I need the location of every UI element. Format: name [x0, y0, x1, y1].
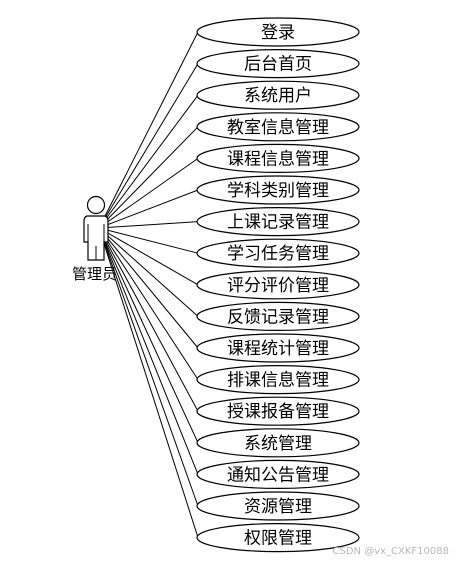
use-case-label: 评分评价管理 [227, 276, 329, 296]
association-line [98, 157, 199, 229]
use-case-ellipse [196, 270, 360, 300]
use-case-label: 授课报备管理 [227, 402, 329, 422]
use-case-ellipse [196, 333, 360, 363]
use-case-label: 系统用户 [244, 86, 312, 106]
use-case-ellipse [196, 207, 360, 237]
use-case: 学科类别管理 [196, 175, 360, 205]
use-case-ellipse [196, 143, 360, 173]
association-line [98, 227, 199, 286]
use-case-label: 后台首页 [244, 55, 312, 75]
association-line [98, 227, 199, 254]
association-line [98, 126, 199, 229]
use-case-label: 课程统计管理 [227, 339, 329, 359]
use-case: 学习任务管理 [196, 238, 360, 268]
use-case: 资源管理 [196, 491, 360, 521]
association-line [98, 227, 199, 349]
use-case-ellipse [196, 365, 360, 395]
actor-body [83, 215, 109, 261]
use-case-ellipse [196, 428, 360, 458]
use-case-ellipse [196, 522, 360, 553]
association-line [98, 221, 199, 229]
use-case-ellipse [196, 175, 360, 205]
association-line [98, 227, 199, 507]
use-case-ellipse [196, 112, 360, 142]
use-case: 课程信息管理 [196, 143, 360, 173]
use-case-ellipse [196, 80, 360, 110]
use-case: 评分评价管理 [196, 270, 360, 300]
use-case: 授课报备管理 [196, 396, 360, 426]
association-line [98, 189, 199, 229]
use-case-list: 登录后台首页系统用户教室信息管理课程信息管理学科类别管理上课记录管理学习任务管理… [196, 17, 360, 553]
association-line [98, 227, 199, 317]
use-case-ellipse [196, 459, 360, 489]
use-case-label: 排课信息管理 [227, 371, 329, 391]
use-case: 系统管理 [196, 428, 360, 458]
use-case: 反馈记录管理 [196, 301, 360, 331]
use-case-ellipse [196, 301, 360, 331]
use-case-ellipse [196, 491, 360, 521]
association-line [98, 94, 199, 229]
use-case: 课程统计管理 [196, 333, 360, 363]
use-case: 权限管理 [196, 522, 360, 553]
use-case: 登录 [196, 17, 360, 47]
use-case-label: 反馈记录管理 [227, 307, 329, 327]
use-case: 系统用户 [196, 80, 360, 110]
use-case-ellipse [196, 396, 360, 426]
use-case-ellipse [196, 17, 360, 47]
use-case-label: 资源管理 [244, 497, 312, 517]
use-case-label: 学科类别管理 [227, 181, 329, 201]
use-case-ellipse [196, 238, 360, 268]
association-line [98, 227, 199, 475]
use-case-label: 上课记录管理 [227, 213, 329, 233]
use-case-label: 教室信息管理 [227, 118, 329, 138]
association-line [98, 227, 199, 380]
use-case: 通知公告管理 [196, 459, 360, 489]
use-case-label: 通知公告管理 [227, 465, 329, 485]
use-case-label: 登录 [261, 23, 295, 43]
use-case: 上课记录管理 [196, 207, 360, 237]
watermark: CSDN @vx_CXKF10088 [332, 546, 449, 557]
association-line [98, 31, 199, 229]
association-line [98, 227, 199, 444]
use-case: 教室信息管理 [196, 112, 360, 142]
use-case: 排课信息管理 [196, 365, 360, 395]
association-line [98, 63, 199, 229]
use-case: 后台首页 [196, 48, 360, 79]
association-line [98, 227, 199, 412]
use-case-label: 权限管理 [244, 529, 312, 549]
actor-label: 管理员 [72, 265, 117, 283]
actor-administrator: 管理员 [72, 195, 117, 283]
actor-head [86, 195, 106, 215]
use-case-label: 学习任务管理 [227, 244, 329, 264]
association-line [98, 227, 199, 538]
use-case-ellipse [196, 48, 360, 79]
use-case-label: 课程信息管理 [227, 149, 329, 169]
use-case-label: 系统管理 [244, 434, 312, 454]
association-lines [98, 31, 199, 538]
